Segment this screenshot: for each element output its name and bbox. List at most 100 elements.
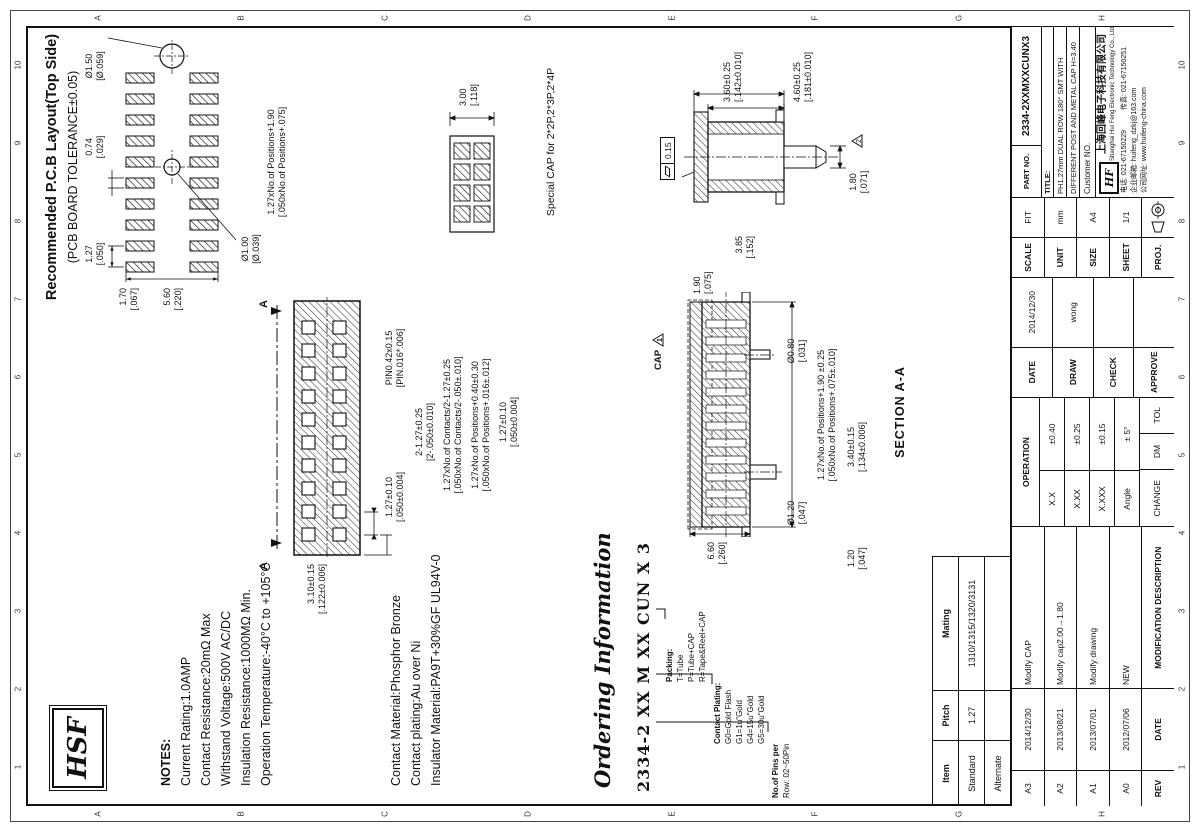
note-line: Withstand Voltage:500V AC/DC [219, 610, 233, 786]
zone-label: B [236, 811, 246, 817]
dim-end-post: 1.80[.071] [848, 170, 870, 194]
zone-label: 10 [1177, 60, 1187, 70]
revision-rev: A2 [1044, 770, 1077, 806]
zone-label: F [810, 15, 820, 21]
draw-value: wong [1067, 302, 1078, 323]
revision-date: 2013/07/01 [1077, 688, 1109, 770]
revision-desc: NEW [1120, 665, 1131, 685]
zone-label: 6 [1177, 374, 1187, 380]
flag-triangle-2: 2 [851, 134, 863, 148]
tolerance-key: Angle [1115, 470, 1139, 527]
proj-label: PROJ. [1142, 236, 1174, 277]
zone-label: G [954, 810, 964, 818]
zone-label: C [380, 811, 390, 817]
note-line: Contact plating:Au over Ni [409, 640, 423, 786]
approve-label: APPROVE [1134, 346, 1174, 397]
section-dim-lines [688, 300, 796, 537]
packing-option: T=Tube [676, 654, 685, 683]
packing-option: R=Tape&Reel+CAP [698, 611, 707, 682]
approve-value [1134, 278, 1174, 347]
contact-windows [301, 320, 347, 542]
note-line: Contact Resistance:20mΩ Max [199, 613, 213, 786]
zone-label: D [523, 811, 533, 817]
tolerance-key: X.X [1040, 470, 1064, 527]
dim-section-lead: 1.20[.047] [846, 547, 868, 570]
packing-legend: Packing: T=Tube P=Tube+CAP R=Tape&Reel+C… [664, 582, 708, 682]
plating-legend: Contact Plating: G0=Gold Flash G1=1u"Gol… [712, 649, 767, 744]
mating-cell: Alternate [985, 740, 1011, 806]
tolerance-value: ±0.40 [1047, 423, 1057, 445]
revision-table: A3 2014/12/30 Modify CAP A2 2013/08/21 M… [1012, 526, 1174, 806]
zone-label: 1 [13, 764, 23, 770]
ordering-leader-lines [656, 608, 769, 732]
meta-block: SCALE FIT UNIT mm SIZE A4 SHEET 1/1 PROJ… [1012, 196, 1174, 277]
change-label: CHANGE [1140, 469, 1174, 527]
zone-label: H [1097, 15, 1107, 21]
note-line: Contact Material:Phosphor Bronze [389, 594, 403, 786]
cap-note-text: CAP [652, 349, 664, 370]
zone-label: 5 [13, 452, 23, 458]
dm-label: DM [1140, 432, 1174, 470]
unit-value: mm [1055, 210, 1066, 225]
pins-legend: No.of Pins per Row: 02~50Pin [770, 713, 792, 798]
scale-label: SCALE [1012, 236, 1044, 277]
smt-lead [775, 191, 785, 205]
revision-rev: A1 [1077, 770, 1109, 806]
plating-option: G0=Gold Flash [724, 689, 733, 744]
post-small [749, 349, 771, 360]
zone-label: 4 [1177, 530, 1187, 536]
signature-block: DATE 2014/12/30 DRAW wong CHECK APPROVE [1012, 276, 1174, 397]
dim-section-post-big: Ø1.20[.047] [786, 500, 808, 526]
zone-label: 1 [1177, 764, 1187, 770]
part-company-block: PART NO. 2334-2XXMXXCUNX3 TITLE: PH1.27m… [1012, 25, 1174, 197]
zone-label: 8 [13, 218, 23, 224]
pcb-layout-subtitle: (PCB BOARD TOLERANCE±0.05) [66, 70, 80, 264]
dim-front-end: 2-1.27±0.25[2-.050±0.010] [414, 403, 436, 461]
customer-no-label: Customer NO. [1083, 142, 1092, 194]
company-name-en: Shanghai Hui Feng Electronic Technology … [1110, 26, 1116, 161]
revision-header-rev: REV [1142, 770, 1174, 806]
part-no-label: PART NO. [1012, 144, 1041, 197]
title-line-1: PH1.27mm DUAL ROW 180° SMT WITH [1055, 57, 1065, 194]
company-tel: 电话: 021-67150229 [1121, 129, 1128, 193]
plating-option: G1=1u"Gold [735, 700, 744, 744]
end-view-drawing [681, 90, 846, 205]
dim-front-pin: PIN0.42x0.15[PIN.016*.006] [384, 328, 406, 388]
title-block: A3 2014/12/30 Modify CAP A2 2013/08/21 M… [1010, 25, 1174, 806]
note-line: Current Rating:1.0AMP [179, 656, 193, 786]
company-block: HF 上海回峰电子科技有限公司 Shanghai Hui Feng Electr… [1096, 27, 1174, 197]
zone-label: G [954, 14, 964, 22]
special-cap-dim-line [448, 112, 496, 126]
front-view-drawing [293, 297, 392, 557]
mating-cell: 1.27 [959, 690, 984, 740]
dim-section-post-small: Ø0.80[.031] [786, 338, 808, 364]
revision-header-desc: MODIFICATION DESCRIPTION [1153, 546, 1164, 669]
pcb-dim-lines [107, 37, 237, 282]
zone-label: 8 [1177, 218, 1187, 224]
part-no-value: 2334-2XXMXXCUNX3 [1021, 35, 1032, 136]
date-value: 2014/12/30 [1026, 290, 1037, 334]
dim-pcb-row-span: 5.60[.220] [162, 288, 184, 311]
tolerance-value: ± 5° [1122, 426, 1132, 442]
tolerance-key: X.XX [1065, 470, 1089, 527]
pins-value: Row: 02~50Pin [782, 743, 791, 798]
section-view-drawing [687, 292, 796, 537]
mating-cell: 1310/1315/1320/3131 [966, 579, 977, 668]
company-email: 企业邮箱: huifeng_dzkj@163.com [1131, 87, 1138, 193]
company-name-cn: 上海回峰电子科技有限公司 [1097, 33, 1108, 154]
dim-pcb-pitch: 1.27[.050] [84, 242, 106, 266]
notes-material-block: Contact Material:Phosphor Bronze Contact… [386, 526, 446, 786]
date-label: DATE [1012, 346, 1052, 397]
revision-rev: A0 [1109, 770, 1142, 806]
plating-title: Contact Plating: [713, 682, 722, 744]
dim-cap-height: 3.00[.118] [458, 84, 480, 106]
pins-title: No.of Pins per [771, 743, 780, 798]
revision-desc: Modify cap2.00→1.80 [1055, 602, 1066, 685]
third-angle-projection-icon [1151, 201, 1165, 233]
dim-pcb-overall: 1.27xNo.of Positions+1.90[.050xNo.of Pos… [266, 106, 288, 218]
zone-label: A [93, 15, 103, 21]
zone-label: 3 [13, 608, 23, 614]
dim-pcb-hole-small: Ø1.00[Ø.039] [240, 234, 262, 264]
flatness-frame: 0.15 [660, 137, 675, 180]
zone-label: 6 [13, 374, 23, 380]
